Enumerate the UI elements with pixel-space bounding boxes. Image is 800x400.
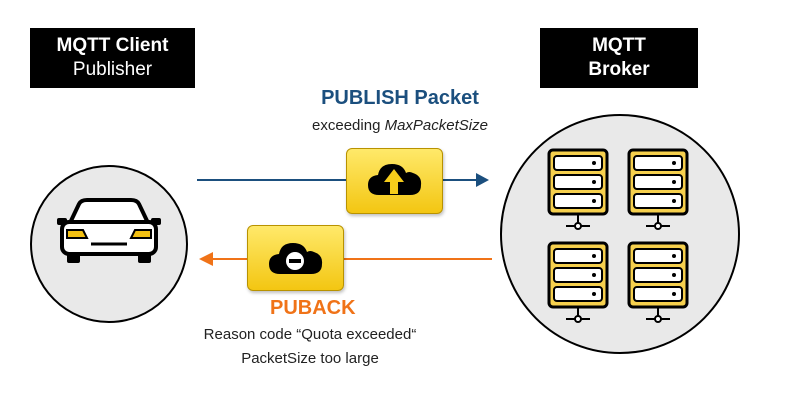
cloud-upload-icon	[367, 164, 421, 195]
server-rack-3	[547, 241, 609, 323]
puback-arrowhead	[199, 252, 213, 266]
publish-title: PUBLISH Packet	[321, 87, 479, 109]
broker-title-line1: MQTT	[592, 35, 646, 56]
publish-packet	[346, 148, 443, 214]
publish-arrowhead	[476, 173, 489, 187]
client-label: MQTT Client Publisher	[30, 28, 195, 88]
puback-detail: PacketSize too large	[241, 350, 379, 367]
puback-reason: Reason code “Quota exceeded“	[203, 326, 417, 343]
server-rack-4	[627, 241, 689, 323]
server-rack-1	[547, 148, 609, 230]
broker-node	[500, 114, 740, 354]
car-icon	[57, 198, 161, 263]
publish-subtitle-prefix: exceeding	[312, 117, 385, 134]
cloud-minus-icon	[268, 243, 322, 274]
publish-subtitle: exceeding MaxPacketSize	[270, 117, 530, 134]
client-node	[30, 165, 188, 323]
server-rack-icon	[547, 148, 689, 323]
puback-title: PUBACK	[270, 297, 356, 319]
server-rack-2	[627, 148, 689, 230]
client-subtitle: Publisher	[72, 59, 153, 80]
client-title: MQTT Client	[56, 35, 169, 56]
broker-title-line2: Broker	[588, 59, 650, 80]
broker-label: MQTT Broker	[540, 28, 698, 88]
puback-packet	[247, 225, 344, 291]
publish-subtitle-italic: MaxPacketSize	[384, 117, 488, 134]
